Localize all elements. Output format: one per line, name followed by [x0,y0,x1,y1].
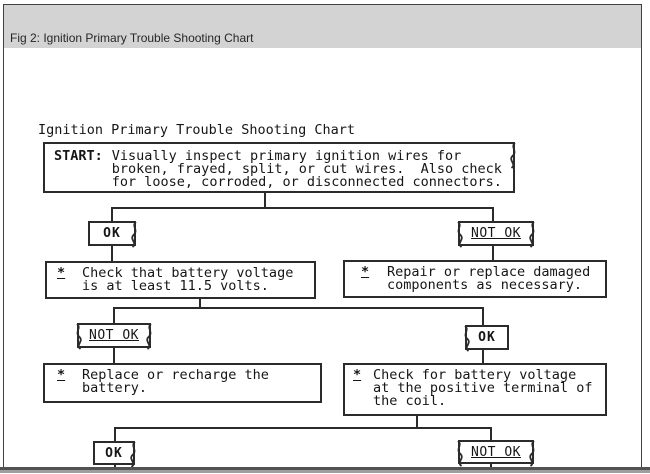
step-text: Repair or replace damaged components as … [387,264,591,293]
connector-line [111,207,113,222]
footnote-marker: * [361,264,370,280]
connector-line [482,307,484,326]
page-curl-icon [529,440,535,467]
tag-ok-row2: OK [464,325,509,352]
connector-line [416,414,418,429]
tag-label: NOT OK [89,328,139,343]
tag-not-ok-row2: NOT OK [76,323,152,350]
page-curl-icon [457,440,463,467]
connector-line [113,347,115,364]
connector-line [111,207,494,209]
footnote-marker: * [57,265,66,281]
start-label: START: [54,148,103,164]
page-curl-icon [130,441,136,468]
footnote-marker: * [57,367,66,383]
connector-line [490,427,492,441]
connector-line [482,349,484,364]
tag-ok-row1: OK [88,221,137,248]
step-repair-components: * Repair or replace damaged components a… [343,260,607,298]
connector-line [113,307,484,309]
step-text: Check that battery voltage is at least 1… [82,265,294,294]
connector-line [492,207,494,222]
window-bottom-edge-shadow [0,470,650,473]
connector-line [490,462,492,468]
step-replace-battery: * Replace or recharge the battery. [43,363,322,403]
page-curl-icon [457,221,463,248]
tag-label: OK [105,445,123,461]
window-bottom-edge [0,467,650,470]
connector-line [113,307,115,324]
page-curl-icon [131,221,137,248]
footnote-marker: * [353,367,362,383]
start-box: START: Visually inspect primary ignition… [43,142,516,193]
connector-line [199,297,201,309]
start-text: Visually inspect primary ignition wires … [111,148,502,190]
tag-not-ok-row3: NOT OK [457,440,535,467]
step-text: Replace or recharge the battery. [82,367,269,396]
page-curl-icon [529,221,535,248]
tag-label: OK [103,226,121,241]
connector-line [111,244,113,262]
tag-label: NOT OK [471,444,521,460]
figure-caption: Fig 2: Ignition Primary Trouble Shooting… [10,31,254,45]
tag-ok-row3: OK [93,441,136,468]
connector-line [264,193,266,209]
step-text: Check for battery voltage at the positiv… [373,367,593,409]
page-curl-icon [146,323,152,350]
page-curl-icon [510,142,516,169]
step-check-coil: * Check for battery voltage at the posit… [343,363,607,416]
tag-label: NOT OK [471,226,521,241]
chart-title: Ignition Primary Trouble Shooting Chart [38,122,355,138]
page-curl-icon [464,325,470,352]
connector-line [114,427,492,429]
connector-line [492,244,494,261]
step-check-battery: * Check that battery voltage is at least… [45,261,316,299]
page-curl-icon [76,323,82,350]
connector-line [114,463,116,468]
connector-line [114,427,116,442]
tag-not-ok-row1: NOT OK [457,221,535,248]
tag-label: OK [478,330,496,345]
figure-title-bar: Fig 2: Ignition Primary Trouble Shooting… [4,5,641,48]
